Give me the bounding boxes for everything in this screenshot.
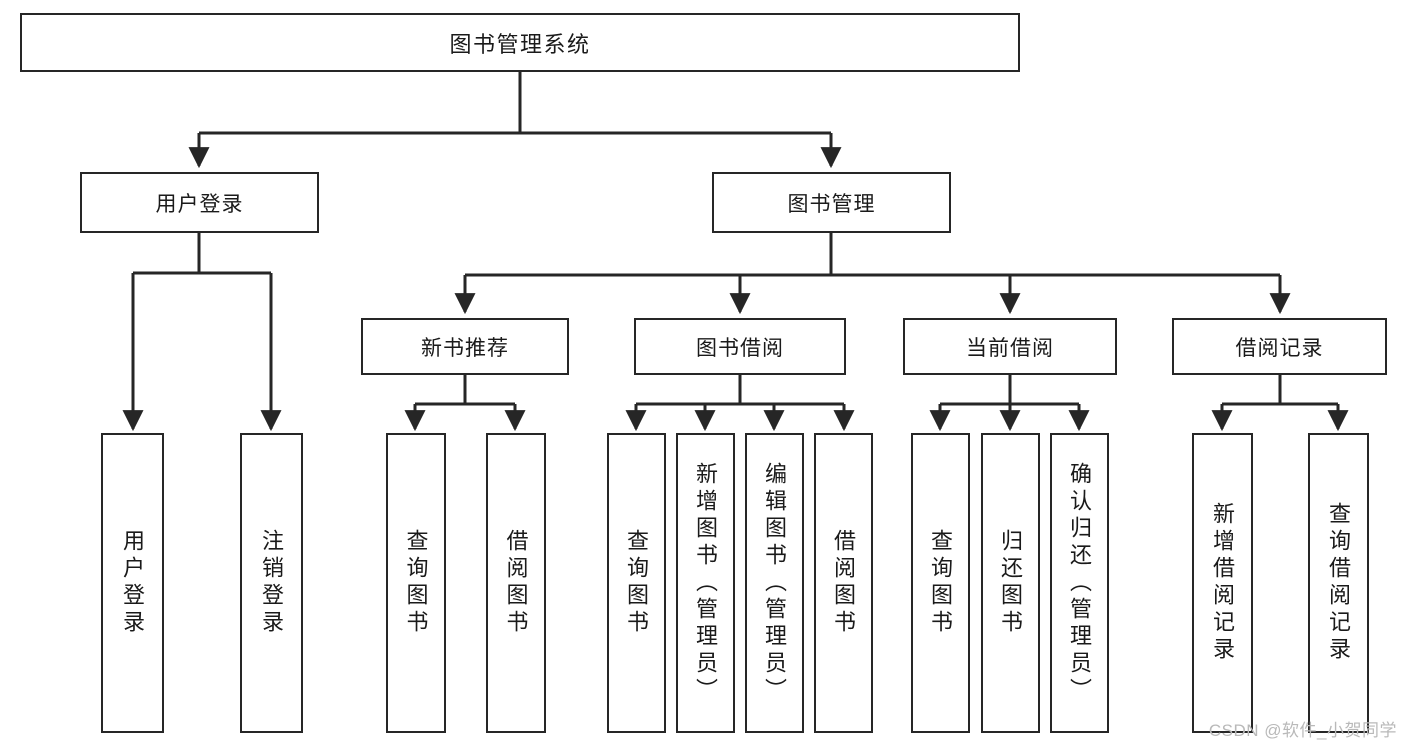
leaf-confirm-return[interactable]: 确认归还（管理员） <box>1050 433 1109 733</box>
node-user-login-label: 用户登录 <box>155 192 244 216</box>
node-current-borrow[interactable]: 当前借阅 <box>903 318 1117 375</box>
node-book-manage[interactable]: 图书管理 <box>712 172 951 233</box>
leaf-query-record-label: 查询借阅记录 <box>1326 502 1352 664</box>
node-root-label: 图书管理系统 <box>449 31 591 57</box>
node-book-borrow-label: 图书借阅 <box>696 336 784 360</box>
leaf-return-book[interactable]: 归还图书 <box>981 433 1040 733</box>
leaf-query-book-1[interactable]: 查询图书 <box>386 433 446 733</box>
leaf-user-logout[interactable]: 注销登录 <box>240 433 303 733</box>
leaf-user-login-label: 用户登录 <box>120 529 146 637</box>
node-borrow-record-label: 借阅记录 <box>1235 336 1324 360</box>
leaf-add-record-label: 新增借阅记录 <box>1210 502 1236 664</box>
leaf-edit-book-label: 编辑图书（管理员） <box>762 461 788 705</box>
leaf-add-record[interactable]: 新增借阅记录 <box>1192 433 1253 733</box>
node-book-manage-label: 图书管理 <box>787 192 876 216</box>
leaf-query-book-2[interactable]: 查询图书 <box>607 433 666 733</box>
leaf-query-book-3-label: 查询图书 <box>928 529 954 637</box>
leaf-edit-book[interactable]: 编辑图书（管理员） <box>745 433 804 733</box>
leaf-borrow-book-1[interactable]: 借阅图书 <box>486 433 546 733</box>
node-borrow-record[interactable]: 借阅记录 <box>1172 318 1387 375</box>
leaf-query-book-1-label: 查询图书 <box>403 529 429 637</box>
node-root[interactable]: 图书管理系统 <box>20 13 1020 72</box>
leaf-return-book-label: 归还图书 <box>998 529 1024 637</box>
leaf-query-record[interactable]: 查询借阅记录 <box>1308 433 1369 733</box>
leaf-borrow-book-2[interactable]: 借阅图书 <box>814 433 873 733</box>
node-user-login[interactable]: 用户登录 <box>80 172 319 233</box>
leaf-query-book-2-label: 查询图书 <box>624 529 650 637</box>
leaf-query-book-3[interactable]: 查询图书 <box>911 433 970 733</box>
node-current-borrow-label: 当前借阅 <box>966 336 1054 360</box>
node-book-borrow[interactable]: 图书借阅 <box>634 318 846 375</box>
leaf-borrow-book-1-label: 借阅图书 <box>503 529 529 637</box>
node-new-book-recommend[interactable]: 新书推荐 <box>361 318 569 375</box>
leaf-borrow-book-2-label: 借阅图书 <box>831 529 857 637</box>
leaf-confirm-return-label: 确认归还（管理员） <box>1067 461 1093 705</box>
leaf-user-logout-label: 注销登录 <box>259 529 285 637</box>
csdn-watermark: CSDN @软件_小贺同学 <box>1208 721 1397 740</box>
leaf-add-book[interactable]: 新增图书（管理员） <box>676 433 735 733</box>
leaf-user-login[interactable]: 用户登录 <box>101 433 164 733</box>
node-new-book-recommend-label: 新书推荐 <box>421 336 509 360</box>
leaf-add-book-label: 新增图书（管理员） <box>693 461 719 705</box>
